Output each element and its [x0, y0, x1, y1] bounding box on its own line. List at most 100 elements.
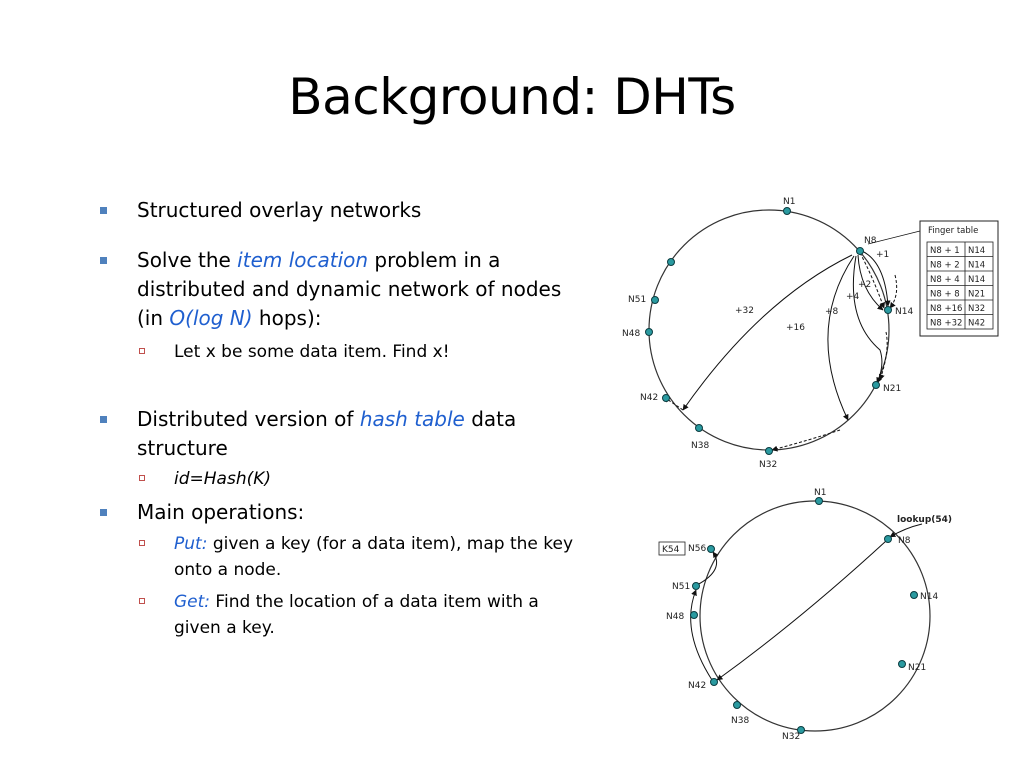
- edge-label-2: +2: [858, 280, 871, 290]
- label-n42: N42: [640, 393, 658, 403]
- finger-table-frame: [919, 220, 999, 337]
- edge-label-32: +32: [735, 306, 754, 316]
- lookup-label: lookup(54): [897, 515, 952, 525]
- bullet-list: Structured overlay networks Solve the it…: [97, 196, 587, 641]
- edge-label-8: +8: [825, 307, 839, 317]
- node-n48: [645, 328, 653, 336]
- finger-row-4-node: N21: [968, 290, 985, 300]
- label-n8: N8: [898, 536, 911, 546]
- node-n38: [695, 424, 703, 432]
- bullet-text: Distributed version of: [137, 407, 360, 431]
- edge-label-4: +4: [846, 292, 860, 302]
- node-n1: [783, 207, 791, 215]
- label-n48: N48: [622, 329, 640, 339]
- sub-bullet-text: Let x be some data item. Find x!: [174, 342, 450, 362]
- bullet-structured-overlay: Structured overlay networks: [97, 196, 587, 225]
- bullet-text: data structure: [137, 407, 517, 460]
- finger-row-5-start: N8 +16: [930, 304, 962, 314]
- emphasis-olog: O(log N): [169, 306, 253, 330]
- sub-bullet-text: id=Hash(K): [174, 469, 272, 489]
- finger-arrow-32: [682, 254, 853, 411]
- label-n42: N42: [688, 681, 706, 691]
- emphasis-item-location: item location: [237, 248, 369, 272]
- label-n14: N14: [920, 592, 938, 602]
- finger-table-grid: [926, 241, 994, 330]
- node-n42: [662, 394, 670, 402]
- node-n51: [651, 296, 659, 304]
- lookup-path: [690, 523, 923, 681]
- finger-row-6-start: N8 +32: [930, 319, 962, 329]
- label-n8: N8: [864, 236, 877, 246]
- slide-title: Background: DHTs: [288, 68, 736, 126]
- lookup-return-1: [889, 274, 898, 309]
- label-n1: N1: [814, 488, 826, 498]
- lookup-hop-2: [690, 589, 713, 681]
- label-n51: N51: [672, 582, 690, 592]
- label-n38: N38: [731, 716, 749, 726]
- finger-row-1-start: N8 + 1: [930, 246, 960, 256]
- label-n51: N51: [628, 295, 646, 305]
- top-chord-ring: N1 N8 N14 N21 N32 N38 N42 N48 N51 +1 +2 …: [622, 197, 999, 470]
- node-n32: [765, 447, 773, 455]
- node-n1: [815, 497, 823, 505]
- bullet-text: problem in a distributed and dynamic net…: [137, 248, 562, 330]
- sub-bullet-text: given a key (for a data item), map the k…: [174, 534, 574, 580]
- bullet-hash-table: Distributed version of hash table data s…: [97, 405, 587, 463]
- sub-bullet-put: Put: given a key (for a data item), map …: [97, 531, 587, 583]
- label-n1: N1: [783, 197, 795, 207]
- emphasis-put: Put:: [174, 534, 208, 554]
- finger-arrow-1: [861, 250, 891, 307]
- lookup-return-4: [663, 396, 684, 411]
- finger-row-3-node: N14: [968, 275, 985, 285]
- table-pointer: [867, 230, 921, 245]
- key-label: K54: [662, 545, 680, 555]
- bullet-text: hops):: [252, 306, 322, 330]
- bullet-text: Main operations:: [137, 500, 305, 524]
- finger-arrow-16: [827, 255, 855, 421]
- node-n21: [872, 381, 880, 389]
- bullet-main-operations: Main operations:: [97, 498, 587, 527]
- node-n42: [710, 678, 718, 686]
- sub-bullet-hash: id=Hash(K): [97, 466, 587, 492]
- bullet-item-location: Solve the item location problem in a dis…: [97, 246, 587, 333]
- label-n32: N32: [759, 460, 777, 470]
- lookup-return-3: [771, 429, 841, 452]
- label-n21: N21: [908, 663, 926, 673]
- sub-bullet-get: Get: Find the location of a data item wi…: [97, 589, 587, 641]
- key-box: [658, 541, 686, 556]
- finger-row-5-node: N32: [968, 304, 985, 314]
- node-n48: [690, 611, 698, 619]
- finger-row-2-node: N14: [968, 261, 985, 271]
- node-n21: [898, 660, 906, 668]
- bottom-chord-ring: N1 N8 N14 N21 N32 N38 N42 N48 N51 N56 lo…: [658, 488, 952, 742]
- label-n14: N14: [895, 307, 913, 317]
- emphasis-hash-table: hash table: [359, 407, 465, 431]
- edge-label-1: +1: [876, 250, 889, 260]
- node-n38: [733, 701, 741, 709]
- finger-arrows: [663, 250, 898, 452]
- finger-row-3-start: N8 + 4: [930, 275, 960, 285]
- node-n56: [707, 545, 715, 553]
- lookup-arrow-in: [889, 523, 923, 538]
- finger-row-2-start: N8 + 2: [930, 261, 960, 271]
- lookup-hop-3: [696, 551, 719, 586]
- node-extra: [667, 258, 675, 266]
- node-n8: [884, 535, 892, 543]
- node-n14: [884, 306, 892, 314]
- label-n48: N48: [666, 612, 684, 622]
- label-n56: N56: [688, 544, 706, 554]
- emphasis-get: Get:: [174, 592, 211, 612]
- ring-circle: [648, 209, 890, 451]
- sub-bullet-find-x: Let x be some data item. Find x!: [97, 339, 587, 365]
- finger-row-6-node: N42: [968, 319, 985, 329]
- label-n21: N21: [883, 384, 901, 394]
- finger-row-4-start: N8 + 8: [930, 290, 960, 300]
- lookup-hop-1: [716, 540, 887, 681]
- node-n32: [797, 726, 805, 734]
- finger-arrow-8: [852, 255, 883, 384]
- node-n8: [856, 247, 864, 255]
- bullet-text: Solve the: [137, 248, 238, 272]
- finger-table-title: Finger table: [928, 226, 978, 236]
- node-n51: [692, 582, 700, 590]
